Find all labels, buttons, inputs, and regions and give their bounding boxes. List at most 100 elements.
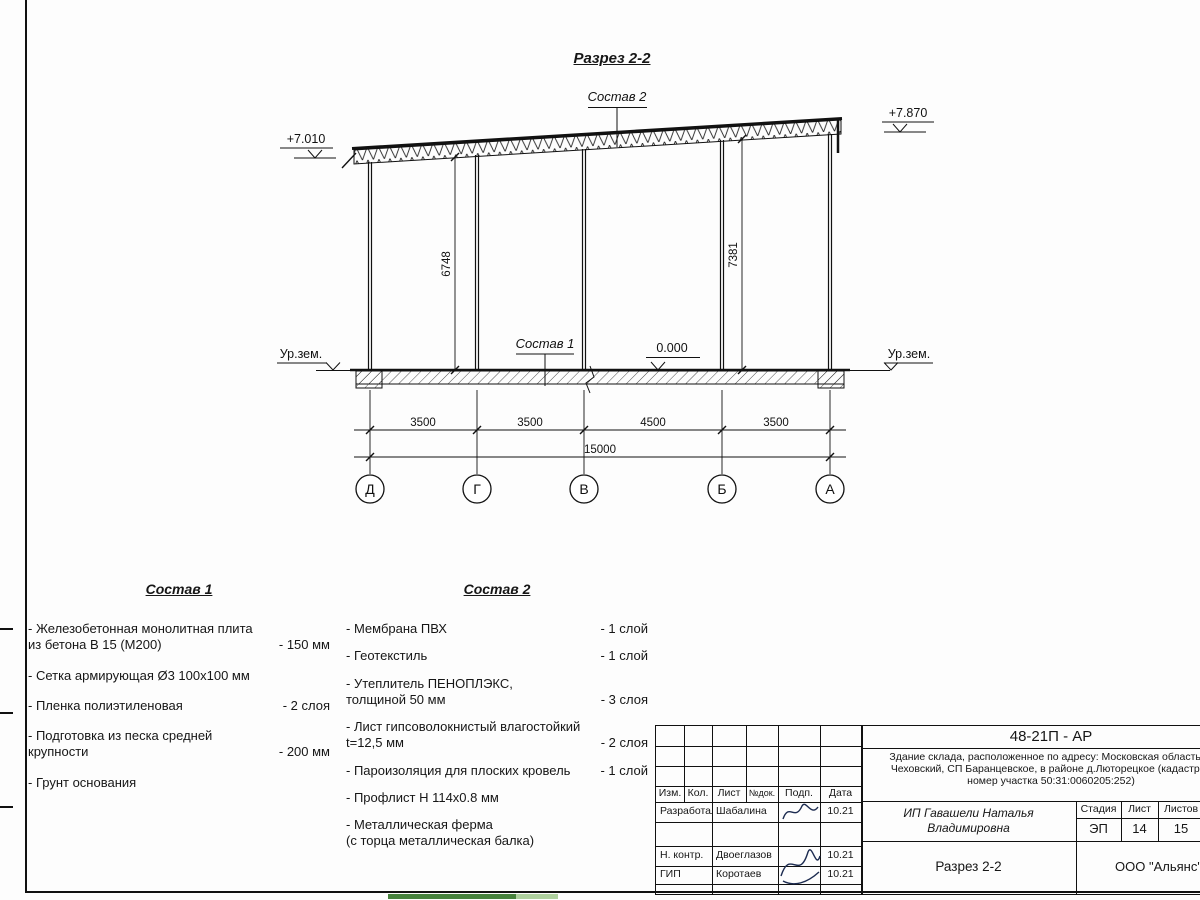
titleblock-line — [746, 726, 747, 802]
svg-text:7381: 7381 — [728, 242, 740, 268]
material-item: - Геотекстиль - 1 слой — [346, 648, 648, 664]
svg-text:3500: 3500 — [763, 417, 789, 429]
material-text: - Утеплитель ПЕНОПЛЭКС, толщиной 50 мм — [346, 675, 513, 707]
stage-value: ЭП — [1089, 821, 1108, 837]
material-qty: - 2 слоя — [282, 697, 330, 713]
material-item: - Лист гипсоволокнистый влагостойкий t=1… — [346, 719, 648, 752]
sheet-value: 14 — [1132, 821, 1147, 837]
material-item: - Пленка полиэтиленовая - 2 слоя — [28, 698, 330, 714]
col-izm: Изм. — [658, 787, 682, 800]
titleblock-line — [712, 726, 713, 894]
col-data: Дата — [828, 787, 853, 800]
material-text: - Грунт основания — [28, 774, 137, 790]
svg-text:6748: 6748 — [441, 251, 453, 277]
floor-slab — [316, 365, 890, 394]
callout-roof-composition: Состав 2 — [588, 89, 647, 147]
composition-1-title: Состав 1 — [145, 581, 213, 597]
titleblock-line — [656, 884, 861, 885]
material-text: - Пленка полиэтиленовая — [28, 697, 183, 713]
callout-floor-composition: Состав 1 — [516, 336, 575, 386]
titleblock-line — [778, 726, 779, 894]
titleblock-line — [1076, 818, 1200, 819]
titleblock-line — [656, 822, 861, 823]
composition-list-2: Состав 2 - Мембрана ПВХ - 1 слой - Геоте… — [346, 581, 648, 861]
svg-text:3500: 3500 — [410, 417, 436, 429]
col-dok: №док. — [748, 788, 776, 799]
material-qty: - 150 мм — [278, 637, 330, 653]
scan-artifact — [388, 894, 516, 899]
titleblock-line — [656, 846, 861, 847]
ncontrol-role: Н. контр. — [660, 849, 704, 862]
titleblock-line — [656, 802, 861, 803]
material-item: - Сетка армирующая Ø3 100х100 мм — [28, 668, 330, 684]
page-title: Разрез 2-2 — [573, 50, 651, 67]
description-line: номер участка 50:31:0060205:252) — [967, 775, 1135, 787]
titleblock-line — [684, 726, 685, 802]
material-item: - Железобетонная монолитная плита из бет… — [28, 621, 330, 654]
roof-truss — [341, 117, 843, 169]
svg-text:4500: 4500 — [640, 417, 666, 429]
ncontrol-date: 10.21 — [827, 849, 854, 862]
svg-text:15000: 15000 — [584, 444, 616, 456]
svg-text:А: А — [825, 481, 835, 497]
elevation-mark-right: +7.870 — [882, 106, 934, 133]
titleblock-line — [656, 746, 861, 747]
stage-label: Стадия — [1080, 802, 1117, 815]
material-qty: - 2 слоя — [600, 735, 648, 751]
document-code: 48-21П - АР — [1009, 727, 1093, 745]
elevation-mark-zero: 0.000 — [646, 341, 700, 371]
titleblock-line — [1121, 801, 1122, 841]
signature — [782, 803, 819, 820]
dimension-row-total: 15000 — [354, 444, 846, 462]
fold-mark — [0, 628, 13, 630]
dimension-row-spans: 3500 3500 4500 3500 — [354, 417, 846, 435]
svg-text:+7.870: +7.870 — [889, 106, 928, 120]
material-text: - Мембрана ПВХ — [346, 621, 447, 636]
developer-name: Шабалина — [716, 805, 767, 818]
titleblock-line — [861, 841, 1200, 842]
sheet-frame-left — [25, 0, 27, 893]
section-drawing: +7.010 +7.870 0.000 Ур.зем. Ур.зем. — [277, 89, 934, 504]
material-item: - Утеплитель ПЕНОПЛЭКС, толщиной 50 мм -… — [346, 676, 648, 709]
height-dimension-right: 7381 — [728, 134, 747, 375]
titleblock-line — [1158, 801, 1159, 841]
description-line: Здание склада, расположенное по адресу: … — [889, 751, 1200, 763]
material-item: - Металлическая ферма (с торца металличе… — [346, 817, 648, 850]
gip-name: Коротаев — [716, 868, 762, 881]
material-text: - Сетка армирующая Ø3 100х100 мм — [28, 667, 250, 683]
material-qty: - 1 слой — [600, 648, 648, 664]
material-text: - Лист гипсоволокнистый влагостойкий t=1… — [346, 719, 581, 751]
material-text: - Геотекстиль — [346, 648, 428, 664]
fold-mark — [0, 806, 13, 808]
title-block: Изм. Кол. Лист №док. Подп. Дата Разработ… — [655, 725, 1200, 895]
material-text: - Профлист Н 114х0.8 мм — [346, 789, 499, 805]
svg-text:В: В — [579, 481, 588, 497]
scan-artifact — [516, 894, 558, 899]
gip-role: ГИП — [660, 868, 681, 881]
signature — [780, 849, 821, 885]
material-text: - Пароизоляция для плоских кровель — [346, 762, 571, 778]
material-qty: - 1 слой — [600, 621, 648, 636]
titleblock-line — [1076, 801, 1077, 894]
axis-bubbles: Д Г В Б А — [355, 474, 845, 504]
material-text: - Подготовка из песка средней крупности — [28, 728, 213, 760]
sheet-label: Лист — [1128, 802, 1151, 815]
client-name: ИП Гавашели Наталья Владимировна — [903, 806, 1034, 835]
svg-text:Ур.зем.: Ур.зем. — [888, 347, 930, 361]
project-description: Здание склада, расположенное по адресу: … — [863, 751, 1200, 787]
col-list: Лист — [717, 787, 741, 800]
titleblock-line — [861, 801, 1200, 802]
axis-extension-lines — [369, 390, 831, 474]
svg-text:3500: 3500 — [517, 417, 543, 429]
titleblock-line — [656, 866, 861, 867]
titleblock-line — [656, 786, 861, 787]
svg-text:Состав 1: Состав 1 — [516, 336, 575, 351]
svg-text:Д: Д — [365, 481, 375, 497]
material-item: - Подготовка из песка средней крупности … — [28, 728, 330, 761]
material-item: - Профлист Н 114х0.8 мм — [346, 790, 648, 806]
material-qty: - 3 слоя — [600, 691, 648, 707]
description-line: Чеховский, СП Баранцевское, в районе д.Л… — [890, 763, 1200, 775]
ground-level-right: Ур.зем. — [883, 347, 933, 371]
company-name: ООО "Альянс" — [1115, 859, 1200, 875]
